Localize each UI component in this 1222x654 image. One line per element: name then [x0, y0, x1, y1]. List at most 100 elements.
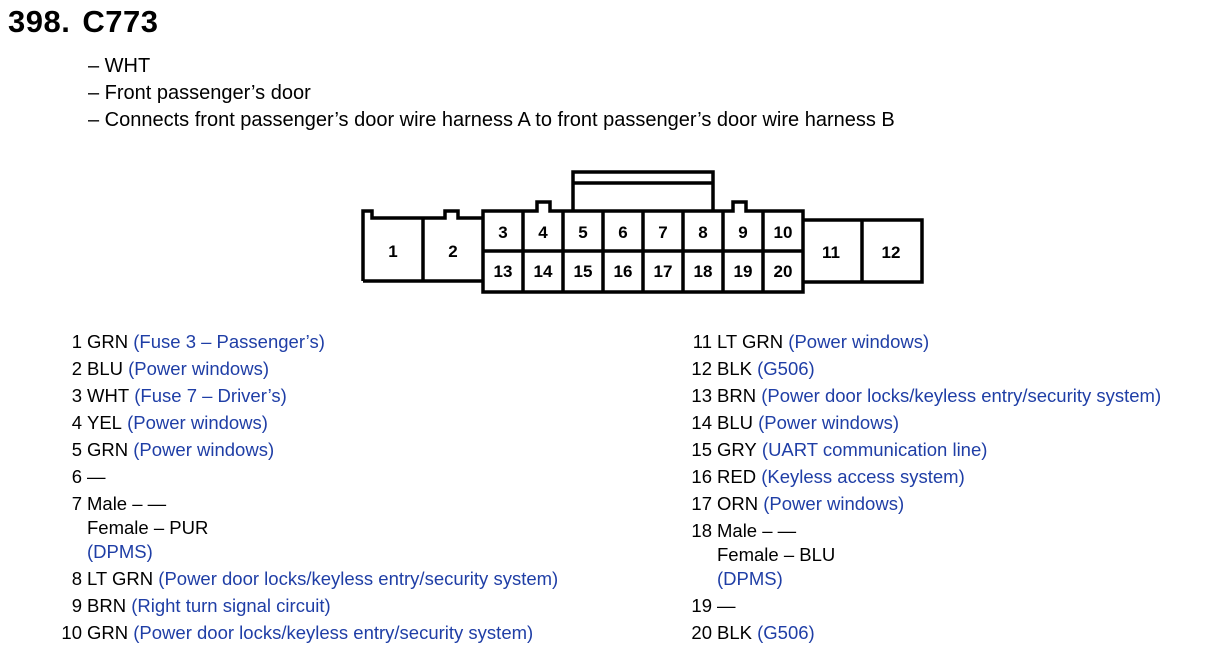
pin-number: 18: [691, 520, 712, 541]
pin-dividers: [521, 211, 765, 292]
wire-color: GRN: [87, 331, 129, 352]
pin-label: 14: [534, 262, 553, 281]
pin-label: 2: [448, 242, 457, 261]
pin-number: 9: [71, 595, 82, 616]
description-color: – WHT: [88, 55, 151, 77]
pin-label: 4: [538, 223, 548, 242]
circuit-info: (Power windows): [763, 493, 905, 514]
circuit-info: (UART communication line): [761, 439, 988, 460]
pin-number: 12: [691, 358, 712, 379]
pin-number: 20: [691, 622, 712, 643]
wire-color-female: Female – BLU: [717, 544, 836, 565]
wire-color: WHT: [87, 385, 130, 406]
pin-label: 11: [822, 243, 840, 262]
description-connection: – Connects front passenger’s door wire h…: [88, 109, 895, 131]
connector-left-block: [361, 209, 483, 281]
wire-color: —: [717, 595, 736, 616]
circuit-info: (Right turn signal circuit): [131, 595, 331, 616]
circuit-info: (Power windows): [788, 331, 930, 352]
pin-label: 8: [698, 223, 707, 242]
connector-id: C773: [82, 4, 159, 39]
pin-label: 5: [578, 223, 587, 242]
pin-row: 18 Male – — Female – BLU (DPMS): [680, 517, 1161, 592]
circuit-info: (Power door locks/keyless entry/security…: [133, 622, 534, 643]
description-location: – Front passenger’s door: [88, 82, 311, 104]
pin-number: 2: [71, 358, 82, 379]
pin-label: 17: [654, 262, 673, 281]
circuit-info: (Power windows): [127, 412, 268, 433]
wire-color-male: Male – —: [717, 520, 797, 541]
pin-number: 8: [71, 568, 82, 589]
circuit-info: (Power door locks/keyless entry/security…: [761, 385, 1162, 406]
wire-color: GRY: [717, 439, 757, 460]
pin-label: 1: [388, 242, 397, 261]
section-number: 398.: [8, 4, 71, 39]
pin-label: 10: [774, 223, 793, 242]
circuit-info: (Fuse 7 – Driver’s): [134, 385, 287, 406]
wire-color: BLK: [717, 622, 752, 643]
pin-label: 3: [498, 223, 507, 242]
wire-color: —: [87, 466, 106, 487]
pin-label: 13: [494, 262, 513, 281]
wire-color: BLU: [87, 358, 123, 379]
connector-description: – WHT – Front passenger’s door – Connect…: [88, 53, 895, 134]
wire-color: RED: [717, 466, 757, 487]
pin-number: 3: [71, 385, 82, 406]
pin-label: 19: [734, 262, 753, 281]
circuit-info: (Power windows): [758, 412, 899, 433]
pin-number: 5: [71, 439, 82, 460]
wire-color: BRN: [87, 595, 127, 616]
pin-number: 16: [691, 466, 712, 487]
pin-row: 7 Male – — Female – PUR (DPMS): [52, 490, 558, 565]
wire-color: BRN: [717, 385, 757, 406]
pin-number: 11: [692, 331, 712, 352]
wire-color-female: Female – PUR: [87, 517, 209, 538]
wire-color: GRN: [87, 439, 129, 460]
wire-color: BLU: [717, 412, 753, 433]
wire-color-male: Male – —: [87, 493, 167, 514]
circuit-info: (Keyless access system): [761, 466, 965, 487]
pin-label: 12: [882, 243, 901, 262]
pin-number: 14: [691, 412, 712, 433]
connector-middle-block: [481, 200, 805, 294]
wire-color: YEL: [87, 412, 122, 433]
circuit-info: (DPMS): [87, 541, 153, 562]
connector-latch: [571, 170, 715, 211]
pin-row: 6—: [52, 463, 558, 490]
circuit-info: (Power windows): [128, 358, 269, 379]
circuit-info: (G506): [757, 622, 815, 643]
pin-number: 10: [61, 622, 82, 643]
wire-color: LT GRN: [87, 568, 154, 589]
pin-number: 15: [691, 439, 712, 460]
pin-number: 1: [71, 331, 82, 352]
pin-row: 19—: [680, 592, 1161, 619]
wire-color: GRN: [87, 622, 129, 643]
pin-label: 7: [658, 223, 667, 242]
pin-number: 4: [71, 412, 82, 433]
pin-number: 17: [691, 493, 712, 514]
pin-number: 7: [71, 493, 82, 514]
wire-color: LT GRN: [717, 331, 784, 352]
circuit-info: (Fuse 3 – Passenger’s): [133, 331, 325, 352]
wire-color: BLK: [717, 358, 752, 379]
circuit-info: (Power door locks/keyless entry/security…: [158, 568, 559, 589]
circuit-info: (Power windows): [133, 439, 275, 460]
pin-number: 19: [691, 595, 712, 616]
page-title: 398. C773: [8, 4, 170, 40]
